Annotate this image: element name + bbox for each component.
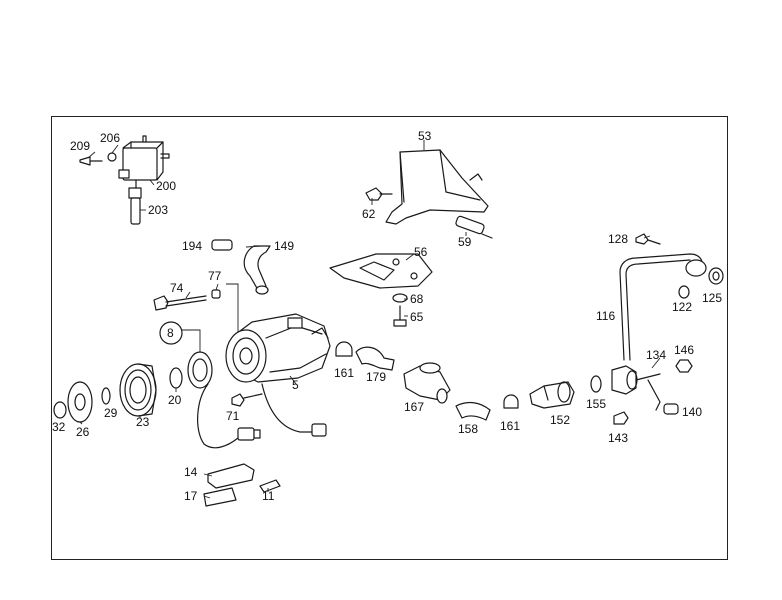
air-pipe-116 bbox=[619, 253, 707, 361]
fitting-134 bbox=[611, 365, 661, 411]
callout-53: 53 bbox=[418, 129, 432, 143]
callout-26: 26 bbox=[76, 425, 90, 439]
valve-152 bbox=[529, 381, 575, 409]
callout-128: 128 bbox=[608, 232, 628, 246]
callout-155: 155 bbox=[586, 397, 606, 411]
connector-plug bbox=[203, 463, 281, 507]
callout-152: 152 bbox=[550, 413, 570, 427]
callout-62: 62 bbox=[362, 207, 376, 221]
washer-29 bbox=[101, 387, 111, 405]
callout-8-circle bbox=[159, 321, 183, 345]
callout-65: 65 bbox=[410, 310, 424, 324]
callout-200: 200 bbox=[156, 179, 176, 193]
callout-74: 74 bbox=[170, 281, 184, 295]
callout-161-lower: 161 bbox=[500, 419, 520, 433]
callout-179: 179 bbox=[366, 370, 386, 384]
callout-146: 146 bbox=[674, 343, 694, 357]
washer-and-bolt bbox=[392, 293, 408, 327]
callout-206: 206 bbox=[100, 131, 120, 145]
ring-122 bbox=[678, 285, 690, 299]
washer-155 bbox=[590, 375, 602, 393]
solenoid-valve-assembly bbox=[79, 135, 170, 225]
plug-140 bbox=[663, 403, 679, 415]
ring-125 bbox=[708, 267, 724, 285]
hose-clamp-161a bbox=[335, 341, 353, 357]
bracket-assembly bbox=[365, 149, 493, 239]
callout-23: 23 bbox=[136, 415, 150, 429]
mounting-plate bbox=[329, 253, 433, 289]
callout-167: 167 bbox=[404, 400, 424, 414]
callout-14: 14 bbox=[184, 465, 198, 479]
check-valve-167 bbox=[403, 362, 451, 404]
elbow-hose-179 bbox=[355, 346, 395, 371]
callout-71: 71 bbox=[226, 409, 240, 423]
callout-140: 140 bbox=[682, 405, 702, 419]
callout-161-upper: 161 bbox=[334, 366, 354, 380]
hose-158 bbox=[455, 401, 491, 421]
callout-203: 203 bbox=[148, 203, 168, 217]
callout-56: 56 bbox=[414, 245, 428, 259]
callout-209: 209 bbox=[70, 139, 90, 153]
callout-122: 122 bbox=[672, 300, 692, 314]
callout-158: 158 bbox=[458, 422, 478, 436]
diagram-frame bbox=[51, 116, 728, 560]
callout-8: 8 bbox=[167, 326, 174, 340]
callout-59: 59 bbox=[458, 235, 472, 249]
callout-labels: 209 206 200 203 53 62 59 194 149 56 74 7… bbox=[52, 129, 722, 503]
bolt-128 bbox=[635, 233, 661, 245]
screw-143 bbox=[613, 411, 629, 425]
nut-146 bbox=[675, 359, 693, 373]
callout-20: 20 bbox=[168, 393, 182, 407]
callout-11: 11 bbox=[262, 489, 275, 503]
air-compressor bbox=[225, 313, 331, 383]
callout-32: 32 bbox=[52, 420, 66, 434]
callout-194: 194 bbox=[182, 239, 202, 253]
hose-clamp-161b bbox=[503, 394, 519, 409]
clip-and-hose bbox=[211, 239, 271, 295]
callout-29: 29 bbox=[104, 406, 118, 420]
callout-77: 77 bbox=[208, 269, 222, 283]
callout-134: 134 bbox=[646, 348, 666, 362]
callout-17: 17 bbox=[184, 489, 198, 503]
bolt-71 bbox=[231, 393, 263, 407]
seal-ring bbox=[169, 351, 213, 389]
long-bolt bbox=[153, 289, 221, 311]
callout-116: 116 bbox=[596, 309, 615, 323]
wiring-harness bbox=[197, 383, 327, 449]
callout-68: 68 bbox=[410, 292, 424, 306]
hub-flange bbox=[53, 381, 93, 423]
callout-5: 5 bbox=[292, 378, 299, 392]
callout-143: 143 bbox=[608, 431, 628, 445]
pulley bbox=[119, 363, 157, 417]
callout-149: 149 bbox=[274, 239, 294, 253]
callout-125: 125 bbox=[702, 291, 722, 305]
